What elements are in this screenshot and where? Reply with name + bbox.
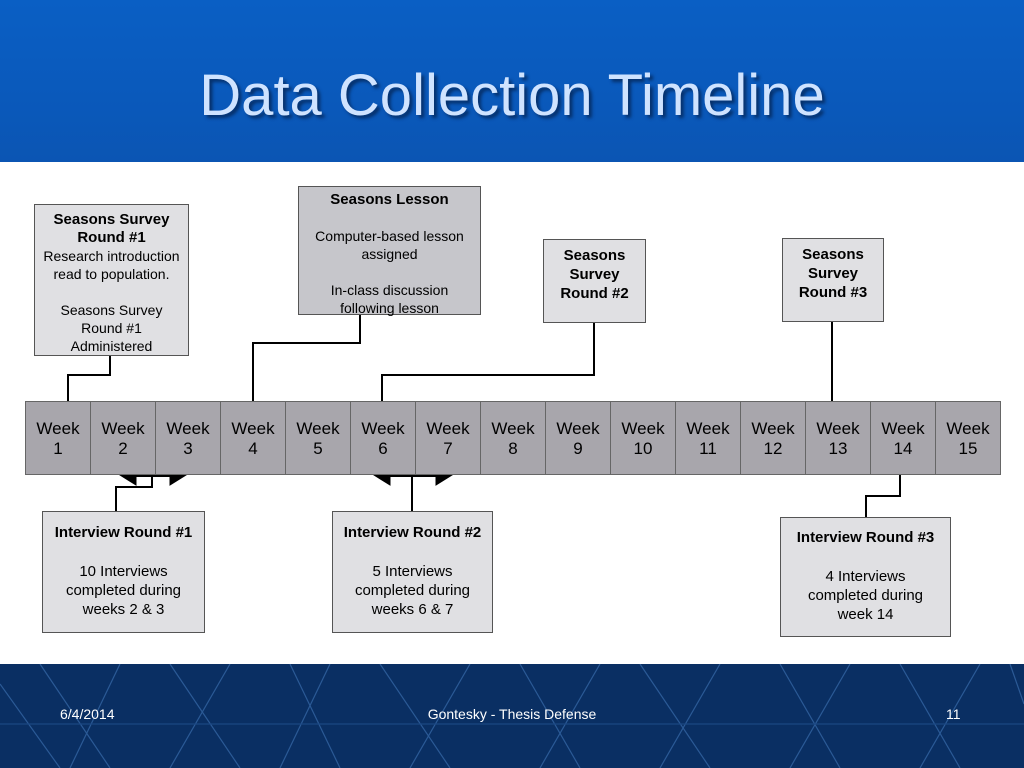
interview-round-2-header: Interview Round #2 [343,524,482,541]
week-cell: Week 1 [25,401,91,475]
footer-title: Gontesky - Thesis Defense [427,706,597,722]
survey-round-3-box: Seasons Survey Round #3 [782,238,884,322]
week-cell: Week 9 [545,401,611,475]
survey-round-1-header: Seasons Survey Round #1 [53,211,170,246]
interview-round-3-box: Interview Round #3 4 Interviews complete… [780,517,951,637]
survey-round-3-header: Seasons Survey Round #3 [798,246,868,301]
interview-round-1-box: Interview Round #1 10 Interviews complet… [42,511,205,633]
week-cell: Week 11 [675,401,741,475]
week-cell: Week 13 [805,401,871,475]
interview-round-2-body: 5 Interviews completed during weeks 6 & … [354,563,471,618]
connector-survey2 [381,323,595,401]
week-cell: Week 10 [610,401,676,475]
seasons-lesson-box: Seasons Lesson Computer-based lesson ass… [298,186,481,316]
survey-round-2-box: Seasons Survey Round #2 [543,239,646,323]
interview-round-3-body: 4 Interviews completed during week 14 [807,568,924,623]
footer-band [0,664,1024,768]
week-cell: Week 14 [870,401,936,475]
week-cell: Week 12 [740,401,806,475]
footer-pattern [0,664,1024,768]
interview-round-1-header: Interview Round #1 [54,524,193,541]
interview-round-2-box: Interview Round #2 5 Interviews complete… [332,511,493,633]
week-cell: Week 5 [285,401,351,475]
week-cell: Week 4 [220,401,286,475]
interview-round-3-header: Interview Round #3 [796,529,935,546]
week-cell: Week 6 [350,401,416,475]
week-cell: Week 8 [480,401,546,475]
seasons-lesson-body: Computer-based lesson assigned In-class … [315,228,464,316]
week-cell: Week 3 [155,401,221,475]
footer-date: 6/4/2014 [60,706,115,722]
connector-interview3 [865,475,901,517]
week-cell: Week 7 [415,401,481,475]
interview-round-1-body: 10 Interviews completed during weeks 2 &… [65,563,182,618]
survey-round-1-body: Research introduction read to population… [43,248,180,354]
slide-title: Data Collection Timeline [199,63,825,128]
title-bar [0,0,1024,162]
survey-round-2-header: Seasons Survey Round #2 [560,247,629,302]
slide-number: 11 [946,706,961,722]
week-cell: Week 15 [935,401,1001,475]
seasons-lesson-header: Seasons Lesson [330,191,449,208]
connector-interview1 [115,475,153,511]
connector-lesson [252,315,361,401]
connector-survey1 [67,355,111,401]
survey-round-1-box: Seasons Survey Round #1 Research introdu… [34,204,189,356]
week-cell: Week 2 [90,401,156,475]
